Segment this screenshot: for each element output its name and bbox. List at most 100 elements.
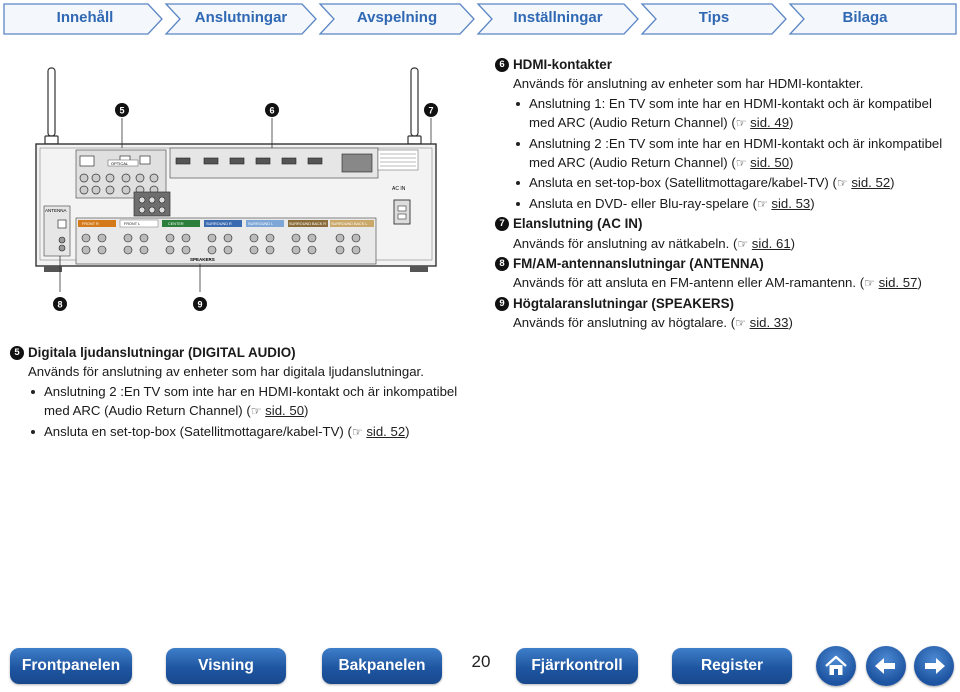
svg-text:SURROUND BACK L: SURROUND BACK L [331, 222, 368, 226]
section-description: Används för anslutning av enheter som ha… [28, 364, 424, 380]
tab-outline-graphic [3, 3, 957, 35]
section-antenna-heading: 8 FM/AM-antennanslutningar (ANTENNA) [495, 254, 950, 273]
page-reference: (☞ sid. 57) [859, 275, 922, 291]
tab-innehall[interactable]: Innehåll [56, 9, 114, 26]
svg-text:SURROUND L: SURROUND L [248, 222, 273, 226]
list-item: Ansluta en set-top-box (Satellitmottagar… [513, 173, 950, 193]
svg-text:8: 8 [57, 300, 62, 310]
section-digital-audio-heading: 5 Digitala ljudanslutningar (DIGITAL AUD… [10, 343, 460, 362]
tab-installningar[interactable]: Inställningar [513, 9, 603, 26]
bullet-list: Anslutning 2 :En TV som inte har en HDMI… [10, 382, 460, 442]
callout-5: 5 [115, 103, 129, 117]
page-link[interactable]: sid. 49 [750, 115, 790, 131]
section-description: Används för anslutning av nätkabeln. (☞ … [513, 235, 796, 251]
bakpanelen-button[interactable]: Bakpanelen [322, 648, 442, 684]
page-link[interactable]: sid. 50 [265, 403, 305, 419]
section-title: Elanslutning (AC IN) [513, 216, 643, 232]
svg-text:5: 5 [119, 106, 124, 116]
pointing-hand-icon: ☞ [737, 236, 749, 251]
page-link[interactable]: sid. 57 [878, 275, 918, 291]
page-reference: (☞ sid. 53) [752, 195, 815, 211]
frontpanelen-button[interactable]: Frontpanelen [10, 648, 132, 684]
section-title: Digitala ljudanslutningar (DIGITAL AUDIO… [28, 345, 296, 360]
wifi-antenna-left [44, 67, 59, 145]
tab-tips[interactable]: Tips [698, 9, 730, 26]
callout-9: 9 [193, 297, 207, 311]
top-tab-bar: Innehåll Anslutningar Avspelning Inställ… [0, 0, 960, 38]
section-title: FM/AM-antennanslutningar (ANTENNA) [513, 256, 764, 272]
section-hdmi-heading: 6 HDMI-kontakter [495, 55, 950, 74]
svg-text:FRONT L: FRONT L [124, 222, 140, 226]
tab-avspelning[interactable]: Avspelning [356, 9, 438, 26]
pointing-hand-icon: ☞ [351, 424, 363, 439]
page-reference: (☞ sid. 50) [246, 403, 309, 419]
pointing-hand-icon: ☞ [250, 404, 262, 419]
left-text-column: 5 Digitala ljudanslutningar (DIGITAL AUD… [10, 343, 460, 442]
svg-text:9: 9 [197, 300, 202, 310]
section-number-badge: 7 [495, 216, 509, 231]
tab-bilaga[interactable]: Bilaga [842, 9, 888, 26]
rear-panel-illustration: OPTICAL AC IN [35, 67, 438, 311]
svg-text:7: 7 [428, 106, 433, 116]
svg-text:CENTER: CENTER [168, 222, 184, 226]
fjarrkontroll-button[interactable]: Fjärrkontroll [516, 648, 638, 684]
page-reference: (☞ sid. 52) [832, 175, 895, 191]
pointing-hand-icon: ☞ [735, 316, 746, 331]
page-link[interactable]: sid. 52 [851, 175, 891, 191]
section-description: Används för anslutning av enheter som ha… [513, 76, 864, 92]
svg-text:ANTENNA: ANTENNA [45, 208, 67, 213]
tab-anslutningar[interactable]: Anslutningar [194, 9, 288, 26]
home-button[interactable] [816, 646, 856, 686]
callout-8: 8 [53, 297, 67, 311]
callout-6: 6 [265, 103, 279, 117]
page-number: 20 [471, 652, 491, 671]
list-item: Ansluta en DVD- eller Blu-ray-spelare (☞… [513, 194, 950, 214]
section-ac-in-heading: 7 Elanslutning (AC IN) [495, 214, 950, 233]
page-link[interactable]: sid. 53 [771, 195, 811, 211]
pointing-hand-icon: ☞ [836, 176, 848, 191]
home-icon [825, 655, 847, 675]
page-link[interactable]: sid. 33 [749, 315, 789, 331]
register-button[interactable]: Register [672, 648, 792, 684]
svg-text:SURROUND BACK R: SURROUND BACK R [289, 222, 326, 226]
wifi-antenna-right [407, 67, 422, 145]
svg-text:OPTICAL: OPTICAL [111, 161, 129, 166]
page-reference: (☞ sid. 52) [347, 423, 410, 439]
pointing-hand-icon: ☞ [735, 116, 747, 131]
arrow-left-icon [875, 658, 895, 674]
list-item: Ansluta en set-top-box (Satellitmottagar… [28, 422, 460, 442]
rear-panel-diagram: OPTICAL AC IN [30, 60, 450, 330]
section-description: Används för anslutning av högtalare. (☞ … [513, 315, 793, 331]
svg-text:6: 6 [269, 106, 274, 116]
back-button[interactable] [866, 646, 906, 686]
bullet-list: Anslutning 1: En TV som inte har en HDMI… [495, 94, 950, 214]
section-description: Används för att ansluta en FM-antenn ell… [513, 275, 922, 291]
pointing-hand-icon: ☞ [756, 196, 768, 211]
section-number-badge: 8 [495, 256, 509, 271]
list-item: Anslutning 2 :En TV som inte har en HDMI… [28, 382, 460, 422]
section-title: Högtalaranslutningar (SPEAKERS) [513, 295, 734, 311]
forward-button[interactable] [914, 646, 954, 686]
page-reference: (☞ sid. 61) [732, 235, 796, 251]
section-title: HDMI-kontakter [513, 57, 612, 72]
section-speakers-heading: 9 Högtalaranslutningar (SPEAKERS) [495, 294, 950, 313]
list-item: Anslutning 1: En TV som inte har en HDMI… [513, 94, 950, 134]
pointing-hand-icon: ☞ [735, 156, 747, 171]
page-link[interactable]: sid. 61 [751, 235, 791, 251]
pointing-hand-icon: ☞ [864, 276, 875, 291]
section-number-badge: 6 [495, 57, 509, 72]
right-text-column: 6 HDMI-kontakter Används för anslutning … [495, 55, 950, 334]
page-reference: (☞ sid. 49) [731, 115, 794, 131]
section-number-badge: 9 [495, 296, 509, 311]
svg-text:FRONT R: FRONT R [82, 222, 99, 226]
callout-7: 7 [424, 103, 438, 117]
svg-text:SURROUND R: SURROUND R [206, 222, 232, 226]
svg-text:SPEAKERS: SPEAKERS [190, 257, 215, 262]
list-item: Anslutning 2 :En TV som inte har en HDMI… [513, 134, 950, 174]
page-reference: (☞ sid. 33) [730, 315, 793, 331]
svg-text:AC IN: AC IN [392, 186, 406, 192]
page-link[interactable]: sid. 52 [366, 423, 406, 439]
visning-button[interactable]: Visning [166, 648, 286, 684]
arrow-right-icon [925, 658, 945, 674]
page-link[interactable]: sid. 50 [750, 155, 790, 171]
